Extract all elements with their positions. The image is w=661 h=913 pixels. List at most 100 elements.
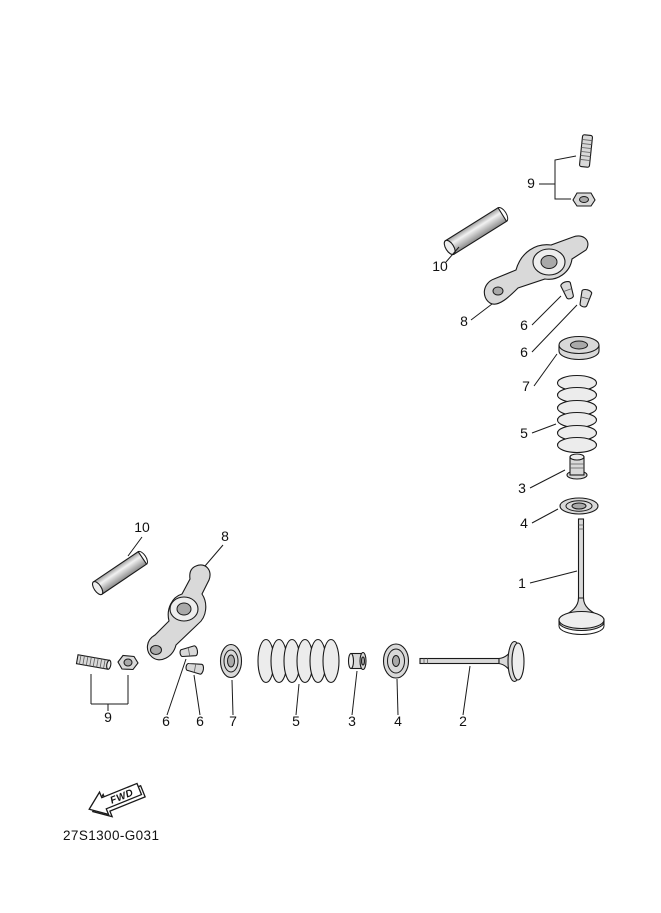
callout-bottom-7: 7 — [229, 713, 237, 729]
callout-top-3: 3 — [518, 480, 526, 496]
leader-top-9 — [539, 155, 577, 200]
callout-bottom-2: 2 — [459, 713, 467, 729]
rocker-shaft — [443, 206, 509, 256]
rocker-pad-hole — [150, 645, 162, 655]
shaft-end-cap — [91, 581, 104, 596]
diagram-code: 27S1300-G031 — [63, 828, 159, 843]
rocker-pad-hole — [492, 286, 504, 296]
leader-top-8 — [470, 303, 493, 321]
valve-cotter-a — [560, 280, 574, 300]
seat-hole — [571, 502, 587, 510]
rocker-boss-hole — [540, 255, 558, 269]
arrow-body — [88, 782, 143, 816]
valve-cotter-a — [179, 645, 199, 658]
valve-vertical — [558, 518, 605, 635]
callout-bottom-8: 8 — [221, 528, 229, 544]
callout-top-5: 5 — [520, 425, 528, 441]
fwd-direction-arrow: FWD — [88, 782, 146, 818]
leader-bottom-7 — [231, 679, 234, 716]
leader-bottom-6a — [166, 658, 187, 716]
callout-bottom-4: 4 — [394, 713, 402, 729]
seat-hole — [392, 655, 400, 667]
seal-top — [569, 453, 585, 461]
seal-left — [347, 652, 355, 670]
valve-spring — [257, 638, 340, 684]
leader-bottom-4 — [396, 678, 399, 716]
adjuster-locknut — [117, 654, 139, 671]
valve-head-rim — [558, 621, 605, 635]
spring-seat — [559, 497, 599, 515]
shaft-far-cap — [497, 206, 509, 222]
nut-hole — [579, 196, 589, 203]
valve-head-face — [511, 642, 525, 681]
valve-stem-seal — [566, 453, 588, 480]
callout-bottom-9: 9 — [104, 709, 112, 725]
shaft-far-cap — [137, 550, 148, 565]
leader-top-1 — [529, 570, 578, 584]
valve-stem — [419, 657, 500, 665]
seal-ribs — [570, 463, 584, 469]
leader-bottom-2 — [462, 665, 471, 716]
leader-top-3 — [529, 469, 566, 489]
leader-bottom-6b — [193, 674, 201, 716]
screw-threads — [79, 655, 106, 669]
leader-top-4 — [531, 508, 559, 524]
leader-bottom-5 — [295, 683, 300, 716]
leader-top-6b — [531, 304, 578, 353]
adjuster-stud — [579, 134, 593, 168]
screw-end — [106, 659, 112, 670]
stud-body — [579, 134, 593, 168]
callout-top-6a: 6 — [520, 317, 528, 333]
rocker-arm — [146, 564, 211, 661]
retainer-ring — [223, 649, 239, 673]
valve-cotter-b — [579, 288, 593, 308]
seat-ring — [387, 648, 405, 674]
leader-bottom-3 — [351, 670, 358, 716]
callout-top-6b: 6 — [520, 344, 528, 360]
callout-bottom-5: 5 — [292, 713, 300, 729]
callout-bottom-3: 3 — [348, 713, 356, 729]
stud-threads — [580, 139, 593, 161]
rocker-shaft — [91, 550, 148, 596]
leader-bottom-10 — [127, 536, 143, 557]
valve-stem-seal — [347, 651, 367, 671]
seal-hole — [361, 656, 365, 666]
nut-hole — [123, 658, 133, 667]
valve-head-face — [558, 610, 605, 630]
cotter-groove — [193, 663, 197, 673]
valve-spring — [556, 374, 598, 454]
callout-top-1: 1 — [518, 575, 526, 591]
rocker-arm — [483, 235, 589, 305]
callout-top-7: 7 — [522, 378, 530, 394]
callout-bottom-6b: 6 — [196, 713, 204, 729]
valve-stem — [577, 518, 585, 602]
callout-bottom-6a: 6 — [162, 713, 170, 729]
shaft-end-cap — [443, 239, 456, 256]
callout-top-8: 8 — [460, 313, 468, 329]
callout-top-10: 10 — [432, 258, 448, 274]
cotter-groove — [581, 296, 590, 300]
leader-top-5 — [531, 423, 557, 434]
leader-top-6a — [531, 295, 562, 326]
spring-coil — [556, 436, 598, 454]
spring-retainer — [219, 643, 243, 679]
spring-retainer — [558, 335, 600, 361]
bottom-valve-assembly: 10 8 9 6 — [75, 519, 525, 729]
leader-bottom-8 — [204, 544, 224, 567]
callout-top-9: 9 — [527, 175, 535, 191]
rocker-boss-hole — [176, 602, 192, 616]
cotter-groove — [187, 647, 191, 657]
spring-coil — [322, 638, 340, 684]
callout-bottom-10: 10 — [134, 519, 150, 535]
seat-ring — [565, 500, 593, 512]
valve-horizontal — [419, 640, 525, 683]
leader-top-7 — [533, 353, 558, 387]
spring-seat — [382, 643, 410, 679]
cotter-groove — [563, 288, 572, 292]
valve-cotter-b — [185, 662, 205, 675]
leader-bottom-9 — [90, 674, 129, 711]
valve-keeper-grooves — [578, 524, 584, 530]
leader-top-10 — [445, 246, 460, 263]
adjuster-screw — [75, 654, 112, 670]
